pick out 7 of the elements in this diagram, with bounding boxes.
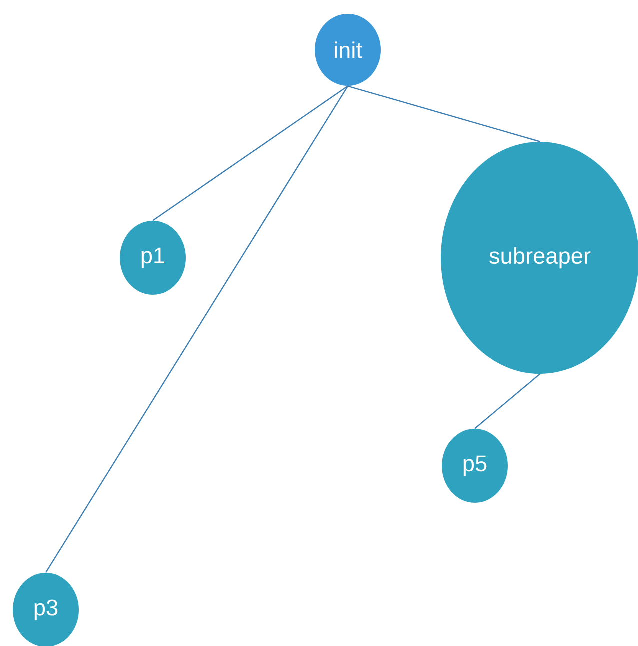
connector-line: [348, 86, 540, 142]
circle-node: p5: [442, 429, 508, 503]
connector-line: [474, 374, 540, 430]
circle-node: init: [315, 14, 381, 86]
connector-line: [46, 86, 348, 574]
connector-line: [152, 86, 348, 222]
circle-node: p1: [120, 221, 186, 295]
